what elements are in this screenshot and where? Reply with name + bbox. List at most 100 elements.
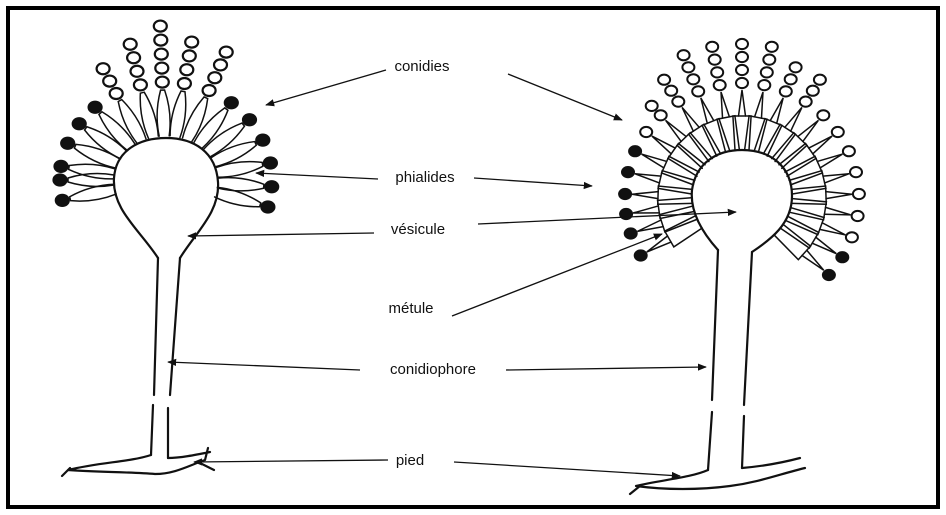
phialide <box>632 192 658 199</box>
conidium <box>54 174 67 185</box>
conidium <box>622 167 634 177</box>
phialide <box>802 250 824 270</box>
phialide <box>642 154 667 168</box>
arrow-conidies-right <box>508 74 622 120</box>
phialide <box>785 107 802 131</box>
phialide <box>118 100 146 144</box>
phialide <box>798 120 819 141</box>
conidium <box>766 42 778 52</box>
conidium <box>832 127 844 137</box>
conidium <box>185 37 198 48</box>
conidium <box>823 270 835 280</box>
arrow-metule <box>452 234 662 316</box>
conidium <box>625 228 637 238</box>
arrow-phialides-right <box>474 178 592 186</box>
phialide <box>85 127 127 159</box>
phialide <box>637 220 663 231</box>
conidium <box>836 252 848 262</box>
phialide <box>770 98 783 123</box>
conidium <box>780 86 792 96</box>
conidium <box>714 80 726 90</box>
phialide <box>820 223 846 235</box>
conidium <box>180 64 193 75</box>
conidium <box>852 211 864 221</box>
conidium <box>706 42 718 52</box>
conidium <box>785 74 797 84</box>
phialide <box>633 206 659 213</box>
phialide <box>721 92 729 118</box>
metula <box>659 206 696 232</box>
conidium <box>687 74 699 84</box>
conidium <box>225 97 238 108</box>
right-conidiophore <box>619 39 865 494</box>
conidium <box>155 63 168 74</box>
label-phialides: phialides <box>395 169 454 186</box>
arrow-pied-left <box>194 460 388 462</box>
conidium <box>763 55 775 65</box>
arrow-conidiophore-left <box>168 362 360 370</box>
conidium <box>692 86 704 96</box>
phialide <box>170 91 186 138</box>
conidium <box>220 47 233 58</box>
conidium <box>264 157 277 168</box>
conidium <box>203 85 216 96</box>
right-stipe <box>708 250 752 470</box>
conidium <box>134 79 147 90</box>
conidium <box>89 102 102 113</box>
conidium <box>178 78 191 89</box>
phialide <box>739 90 746 116</box>
phialide <box>817 154 842 168</box>
conidium <box>61 138 74 149</box>
label-pied: pied <box>396 452 424 469</box>
right-metulae <box>658 116 827 260</box>
arrow-pied-right <box>454 462 680 476</box>
conidium <box>807 86 819 96</box>
left-vesicle <box>114 138 218 258</box>
arrow-vesicule-left <box>188 233 374 236</box>
right-foot <box>630 458 805 494</box>
conidium <box>758 80 770 90</box>
conidium <box>155 49 168 60</box>
conidium <box>110 88 123 99</box>
left-stipe <box>151 258 180 458</box>
conidium <box>635 250 647 260</box>
conidium <box>243 114 256 125</box>
conidium <box>761 67 773 77</box>
phialide <box>652 136 675 154</box>
conidium <box>56 195 69 206</box>
conidium <box>629 146 641 156</box>
conidium <box>261 201 274 212</box>
label-conidiophore: conidiophore <box>390 361 476 378</box>
conidium <box>73 118 86 129</box>
conidium <box>709 55 721 65</box>
conidium <box>736 78 748 88</box>
conidium <box>97 63 110 74</box>
conidium <box>711 67 723 77</box>
conidium <box>843 146 855 156</box>
conidium <box>817 110 829 120</box>
conidium <box>103 76 116 87</box>
conidium <box>154 35 167 46</box>
conidium <box>678 50 690 60</box>
conidium <box>265 181 278 192</box>
conidium <box>256 135 269 146</box>
left-conidiophore <box>54 21 279 476</box>
conidium <box>655 110 667 120</box>
phialide <box>157 90 170 136</box>
phialide <box>755 92 763 118</box>
phialide <box>682 107 699 131</box>
phialide <box>809 136 832 154</box>
phialide <box>666 120 687 141</box>
conidium <box>646 101 658 111</box>
arrow-conidiophore-right <box>506 367 706 370</box>
metula <box>787 208 824 235</box>
metula <box>665 216 702 247</box>
conidium <box>682 62 694 72</box>
conidium <box>850 167 862 177</box>
conidium <box>156 77 169 88</box>
conidium <box>183 50 196 61</box>
phialide <box>826 192 852 199</box>
arrow-conidies-left <box>266 70 386 105</box>
conidium <box>214 59 227 70</box>
